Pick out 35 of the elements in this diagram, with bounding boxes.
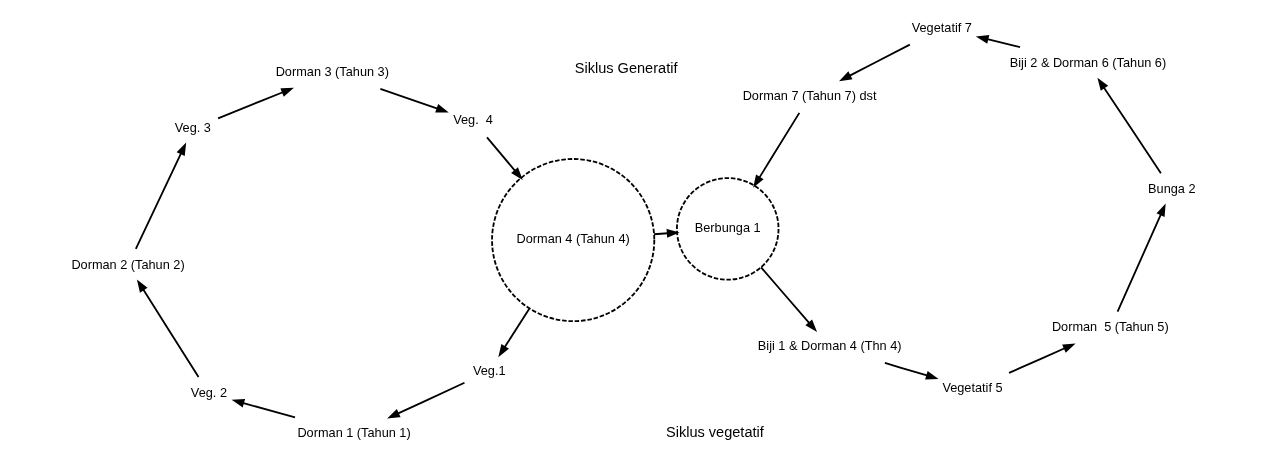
label: Siklus vegetatif [665,424,764,441]
arrow [379,87,449,113]
arrow [975,35,1021,48]
node-text: Vegetatif 5 [942,380,1003,396]
node-text: Biji 2 & Dorman 6 (Tahun 6) [1009,54,1167,70]
node-circle: Berbunga 1 [676,177,780,281]
node-text: Dorman 3 (Tahun 3) [275,63,389,79]
arrow [136,279,200,378]
node-text: Veg.1 [472,362,506,378]
arrow [1097,77,1162,175]
node-text: Dorman 7 (Tahun 7) dst [742,87,877,103]
arrow [753,111,801,188]
node-text: Veg. 3 [174,119,211,135]
node-text: Biji 1 & Dorman 4 (Thn 4) [757,337,902,353]
arrow [1116,203,1166,313]
arrow [498,307,531,358]
node-text: Bunga 2 [1148,180,1196,196]
node-text: Dorman 5 (Tahun 5) [1051,319,1169,335]
node-text: Vegetatif 7 [911,19,972,35]
arrow [653,228,680,238]
node-text: Dorman 1 (Tahun 1) [297,425,411,441]
arrow [839,43,911,82]
arrow [387,381,466,419]
node-text: Dorman 2 (Tahun 2) [71,256,185,272]
node-circle: Dorman 4 (Tahun 4) [491,158,656,323]
arrow [486,136,523,180]
arrow [231,398,296,419]
node-text: Veg. 4 [453,112,493,128]
arrow [884,362,939,380]
arrow [134,142,187,250]
arrow [1008,343,1076,374]
node-text: Veg. 2 [190,384,227,400]
label: Siklus Generatif [574,60,678,77]
arrow [760,266,818,333]
arrow [217,87,294,120]
